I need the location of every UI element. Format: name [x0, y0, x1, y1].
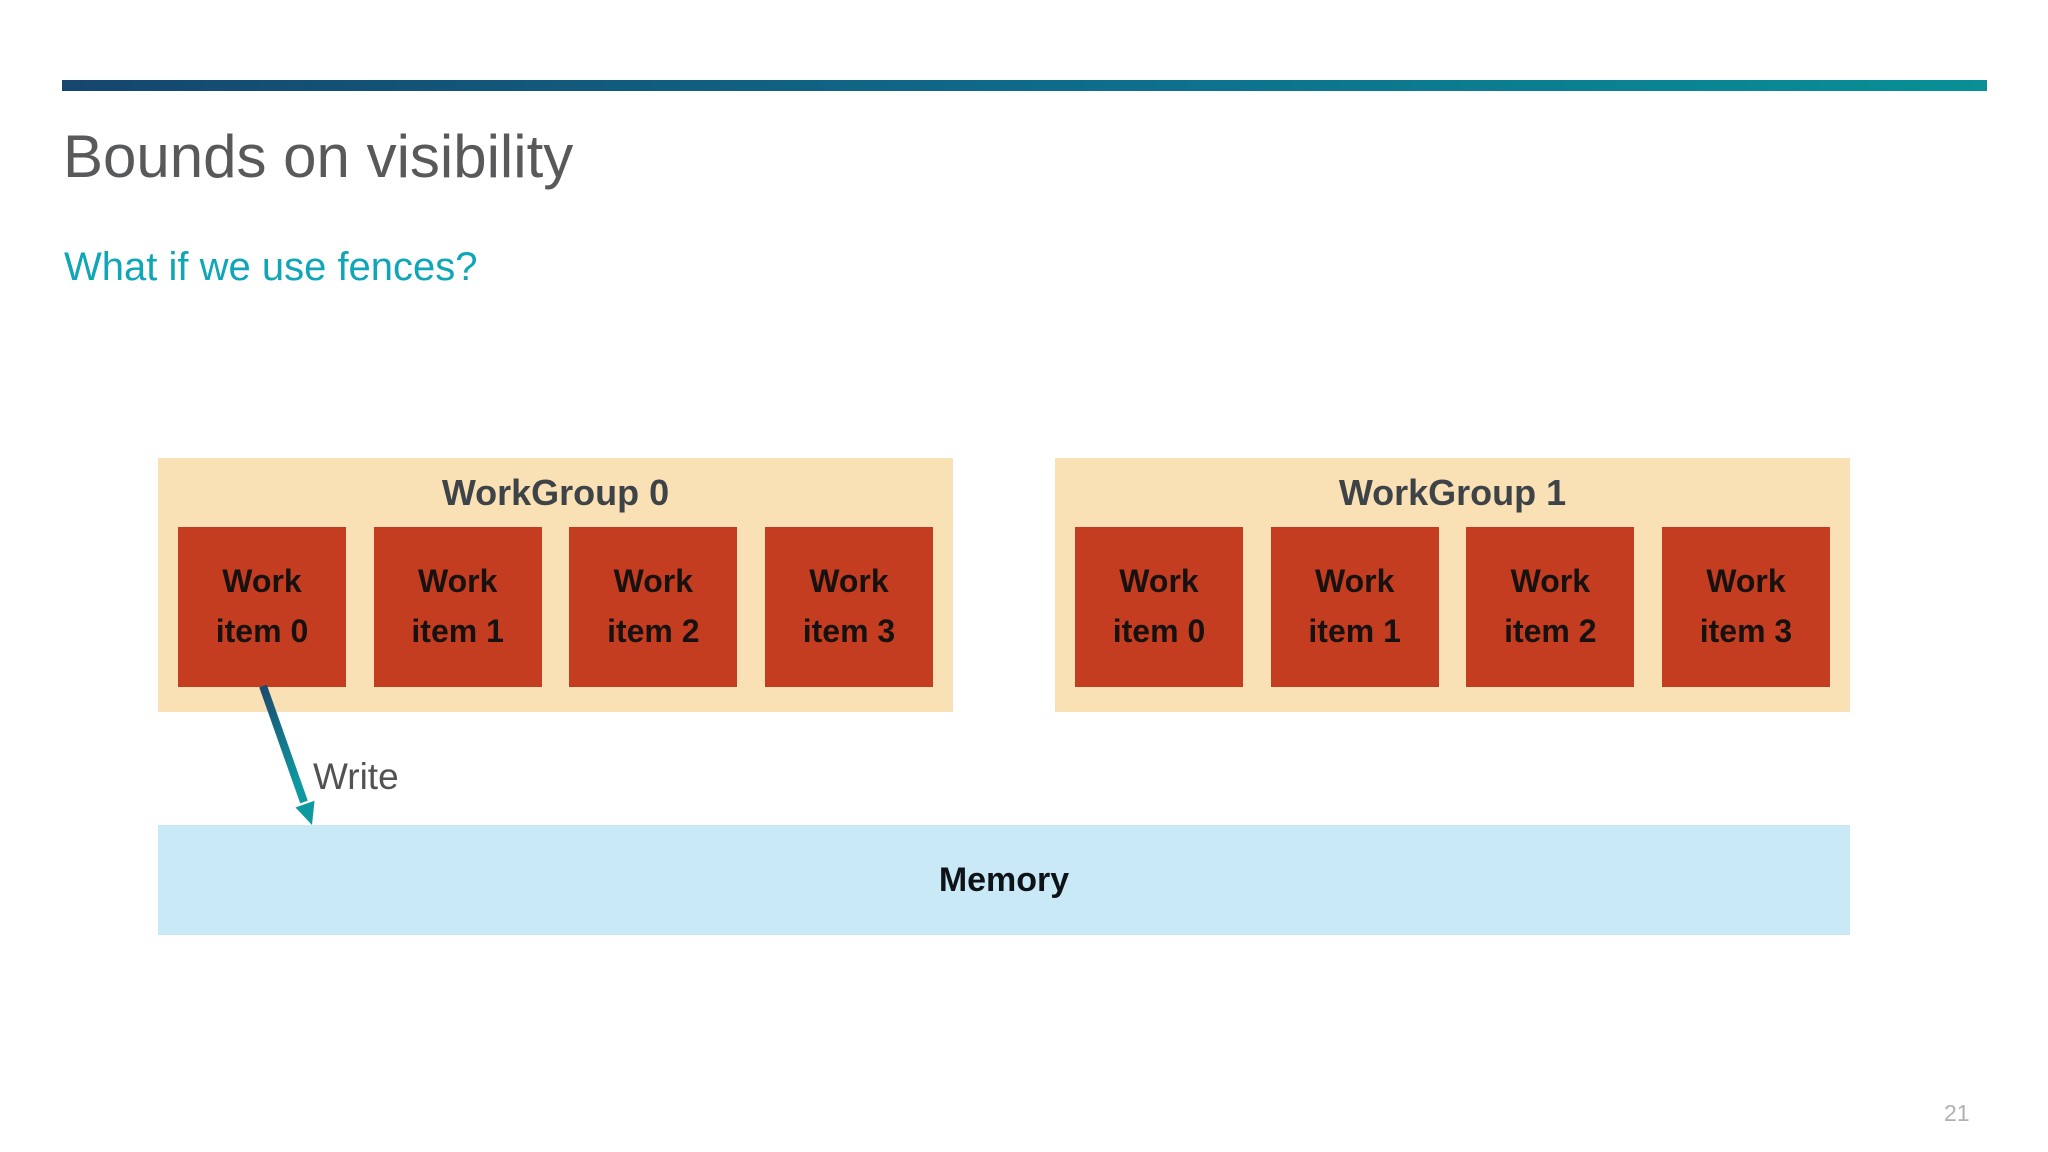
memory-label: Memory — [938, 860, 1070, 899]
workgroup-1-work-item-1: Work item 1 — [1270, 527, 1439, 687]
write-arrow-icon — [259, 684, 315, 825]
work-item-label-line: item 0 — [215, 613, 309, 649]
work-item-label-line: Work — [1706, 563, 1786, 600]
workgroup-1-label: WorkGroup 1 — [1338, 472, 1567, 513]
work-item-label-line: Work — [417, 563, 498, 600]
memory-bar: Memory — [158, 825, 1850, 935]
work-item-label-line: item 2 — [1504, 613, 1597, 649]
write-arrow-label: Write — [313, 756, 399, 797]
work-item-label-line: Work — [613, 563, 694, 600]
work-item-label-line: item 0 — [1112, 613, 1206, 649]
page-number: 21 — [1944, 1100, 1970, 1126]
work-item-label-line: Work — [1510, 563, 1591, 600]
work-item-label-line: Work — [1119, 563, 1199, 600]
work-item-label-line: item 1 — [411, 613, 504, 649]
work-item-label-line: item 2 — [607, 613, 700, 649]
work-item-label-line: Work — [809, 563, 889, 600]
workgroup-0-label: WorkGroup 0 — [441, 472, 670, 513]
workgroup-0-work-item-0: Work item 0 — [178, 527, 346, 687]
workgroup-0-items-row: Work item 0 Work item 1 Work item 2 Work… — [178, 527, 933, 687]
work-item-label-line: Work — [222, 563, 302, 600]
workgroup-0-work-item-1: Work item 1 — [373, 527, 542, 687]
workgroup-1-items-row: Work item 0 Work item 1 Work item 2 Work… — [1075, 527, 1830, 687]
work-item-label-line: item 1 — [1308, 613, 1401, 649]
work-item-label-line: item 3 — [1699, 613, 1793, 649]
workgroup-0-work-item-3: Work item 3 — [764, 527, 933, 687]
workgroup-0-work-item-2: Work item 2 — [569, 527, 738, 687]
workgroup-1: WorkGroup 1 Work item 0 Work item 1 Work… — [1055, 458, 1850, 712]
work-item-label-line: Work — [1314, 563, 1395, 600]
workgroup-0: WorkGroup 0 Work item 0 Work item 1 Work… — [158, 458, 953, 712]
page-title: Bounds on visibility — [63, 123, 574, 190]
workgroup-1-work-item-3: Work item 3 — [1661, 527, 1830, 687]
workgroup-1-work-item-2: Work item 2 — [1466, 527, 1635, 687]
accent-bar — [62, 80, 1987, 91]
slide-subtitle: What if we use fences? — [64, 245, 478, 289]
workgroup-1-work-item-0: Work item 0 — [1075, 527, 1243, 687]
work-item-label-line: item 3 — [802, 613, 896, 649]
